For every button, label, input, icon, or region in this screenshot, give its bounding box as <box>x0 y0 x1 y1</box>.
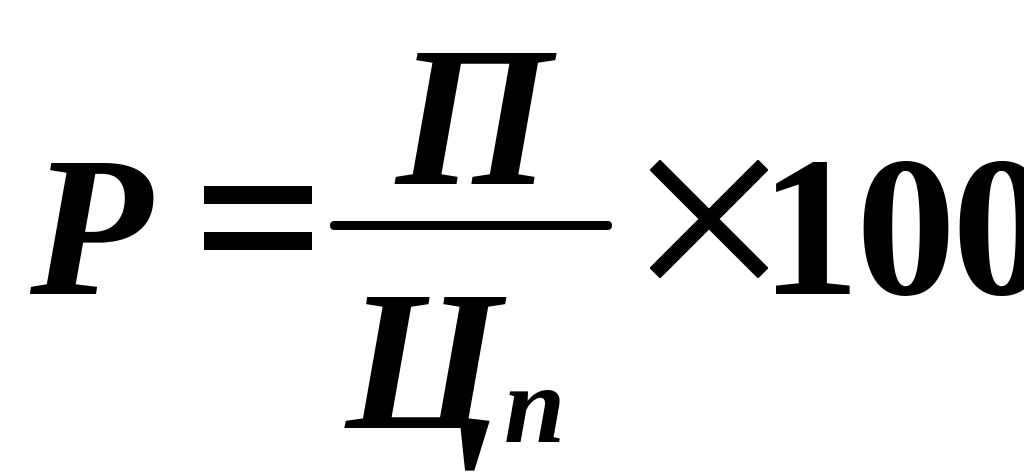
fraction-denominator: Ц <box>346 251 502 472</box>
equals-bar-top <box>204 186 312 204</box>
denominator-subscript: п <box>504 344 566 466</box>
formula-lhs: P <box>30 117 153 338</box>
equals-sign <box>204 186 312 250</box>
formula-multiplier: 100 <box>760 117 1024 338</box>
fraction-numerator: П <box>396 7 552 228</box>
equals-bar-bottom <box>204 232 312 250</box>
fraction-line <box>330 221 612 230</box>
multiply-sign-icon <box>650 160 768 278</box>
